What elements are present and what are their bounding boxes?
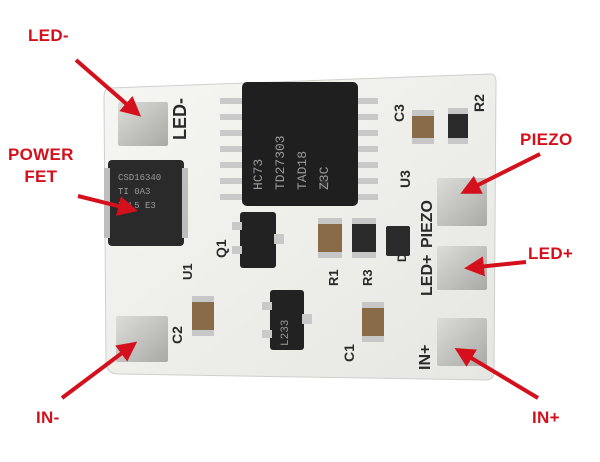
arrow-power-fet xyxy=(77,194,138,216)
callout-led-minus: LED- xyxy=(28,26,69,45)
silk-r3: R3 xyxy=(360,269,375,286)
silk-led-minus: LED- xyxy=(170,98,190,140)
arrow-in-plus xyxy=(454,347,540,400)
pad-led-minus xyxy=(118,102,168,146)
ic-marking-2: TD27303 xyxy=(273,135,288,190)
small-transistor xyxy=(232,212,284,268)
silk-q1: Q1 xyxy=(213,239,229,258)
callout-power-fet: POWER FET xyxy=(8,144,74,188)
pad-in-minus xyxy=(116,316,168,362)
callout-in-plus: IN+ xyxy=(532,408,560,427)
callout-power-fet-line1: POWER xyxy=(8,145,74,164)
silk-c2: C2 xyxy=(169,326,185,344)
silk-u1: U1 xyxy=(180,263,195,280)
callout-power-fet-line2: FET xyxy=(24,167,58,186)
silk-d1: D1 xyxy=(395,246,409,262)
regulator-marking: L233 xyxy=(280,320,292,346)
main-ic: HC73 TD27303 TAD18 Z3C xyxy=(220,82,378,206)
silk-r1: R1 xyxy=(326,269,341,286)
silk-u3: U3 xyxy=(397,170,413,188)
arrow-in-minus xyxy=(60,341,138,400)
silk-c3: C3 xyxy=(391,104,407,122)
callout-led-plus: LED+ xyxy=(528,244,574,263)
fet-marking-1: CSD16340 xyxy=(118,173,161,183)
arrow-led-plus xyxy=(464,256,527,277)
passive-components xyxy=(192,108,468,342)
regulator-chip: L233 xyxy=(262,290,312,350)
silk-piezo: PIEZO xyxy=(419,200,436,248)
callout-piezo: PIEZO xyxy=(520,130,573,149)
arrow-led-minus xyxy=(74,58,142,117)
ic-marking-4: Z3C xyxy=(317,166,332,190)
silk-led-plus: LED+ xyxy=(419,255,436,296)
silk-in-plus: IN+ xyxy=(417,345,434,370)
arrow-piezo xyxy=(460,152,541,194)
ic-marking-1: HC73 xyxy=(251,159,266,190)
silk-r2: R2 xyxy=(471,94,487,112)
ic-marking-3: TAD18 xyxy=(295,151,310,190)
fet-marking-2: TI 0A3 xyxy=(118,187,150,197)
callout-in-minus: IN- xyxy=(36,408,60,427)
silk-c1: C1 xyxy=(341,344,357,362)
power-fet-chip: CSD16340 TI 0A3 7DL5 E3 xyxy=(104,160,188,246)
pad-in-plus xyxy=(437,318,487,366)
